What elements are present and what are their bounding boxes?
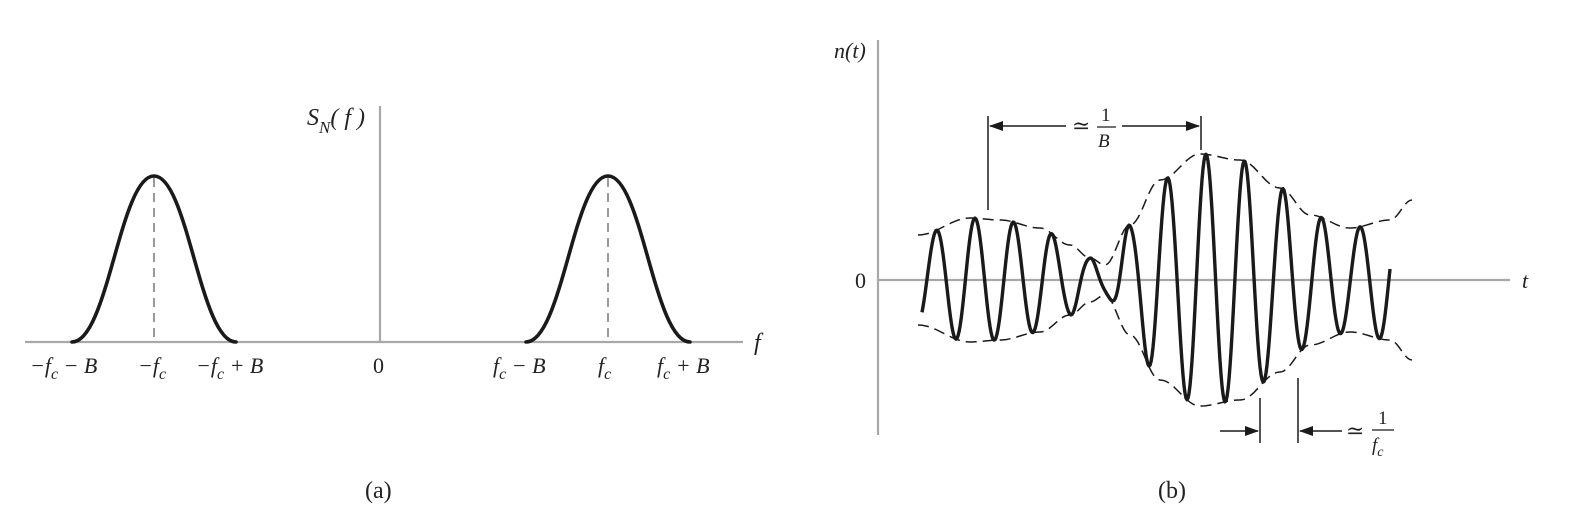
tick-zero: 0: [373, 353, 384, 378]
envelope-period-denominator: B: [1098, 131, 1110, 152]
noise-signal-label: n(t): [834, 38, 866, 63]
spectral-density-label: SN( f ): [307, 105, 365, 137]
panel-a-power-spectrum: SN( f ) f −fc − B −fc −fc + B 0 fc − B f…: [25, 105, 764, 504]
time-axis-label: t: [1522, 268, 1529, 293]
carrier-period-approx: ≃: [1346, 418, 1364, 443]
envelope-period-approx: ≃: [1072, 113, 1090, 138]
noise-waveform: [920, 152, 1392, 404]
tick-neg-fc-plus-B: −fc + B: [196, 353, 263, 383]
panel-b-noise-waveform: n(t) 0 t ≃ 1 B ≃ 1 fc (b): [834, 38, 1529, 504]
frequency-axis-label: f: [754, 330, 764, 356]
lower-envelope: [917, 294, 1413, 407]
tick-neg-fc: −fc: [138, 353, 166, 383]
carrier-period-denominator: fc: [1372, 435, 1384, 460]
negative-frequency-lobe: [70, 174, 238, 344]
positive-frequency-lobe: [524, 174, 692, 344]
tick-fc-plus-B: fc + B: [657, 353, 710, 383]
envelope-period-numerator: 1: [1101, 105, 1111, 126]
panel-b-caption: (b): [1158, 478, 1186, 504]
panel-b-zero-label: 0: [855, 268, 866, 293]
tick-neg-fc-minus-B: −fc − B: [30, 353, 97, 383]
carrier-period-numerator: 1: [1378, 408, 1388, 429]
tick-fc-minus-B: fc − B: [493, 353, 546, 383]
panel-a-caption: (a): [365, 478, 392, 504]
upper-envelope: [917, 153, 1413, 266]
tick-fc: fc: [598, 353, 611, 383]
